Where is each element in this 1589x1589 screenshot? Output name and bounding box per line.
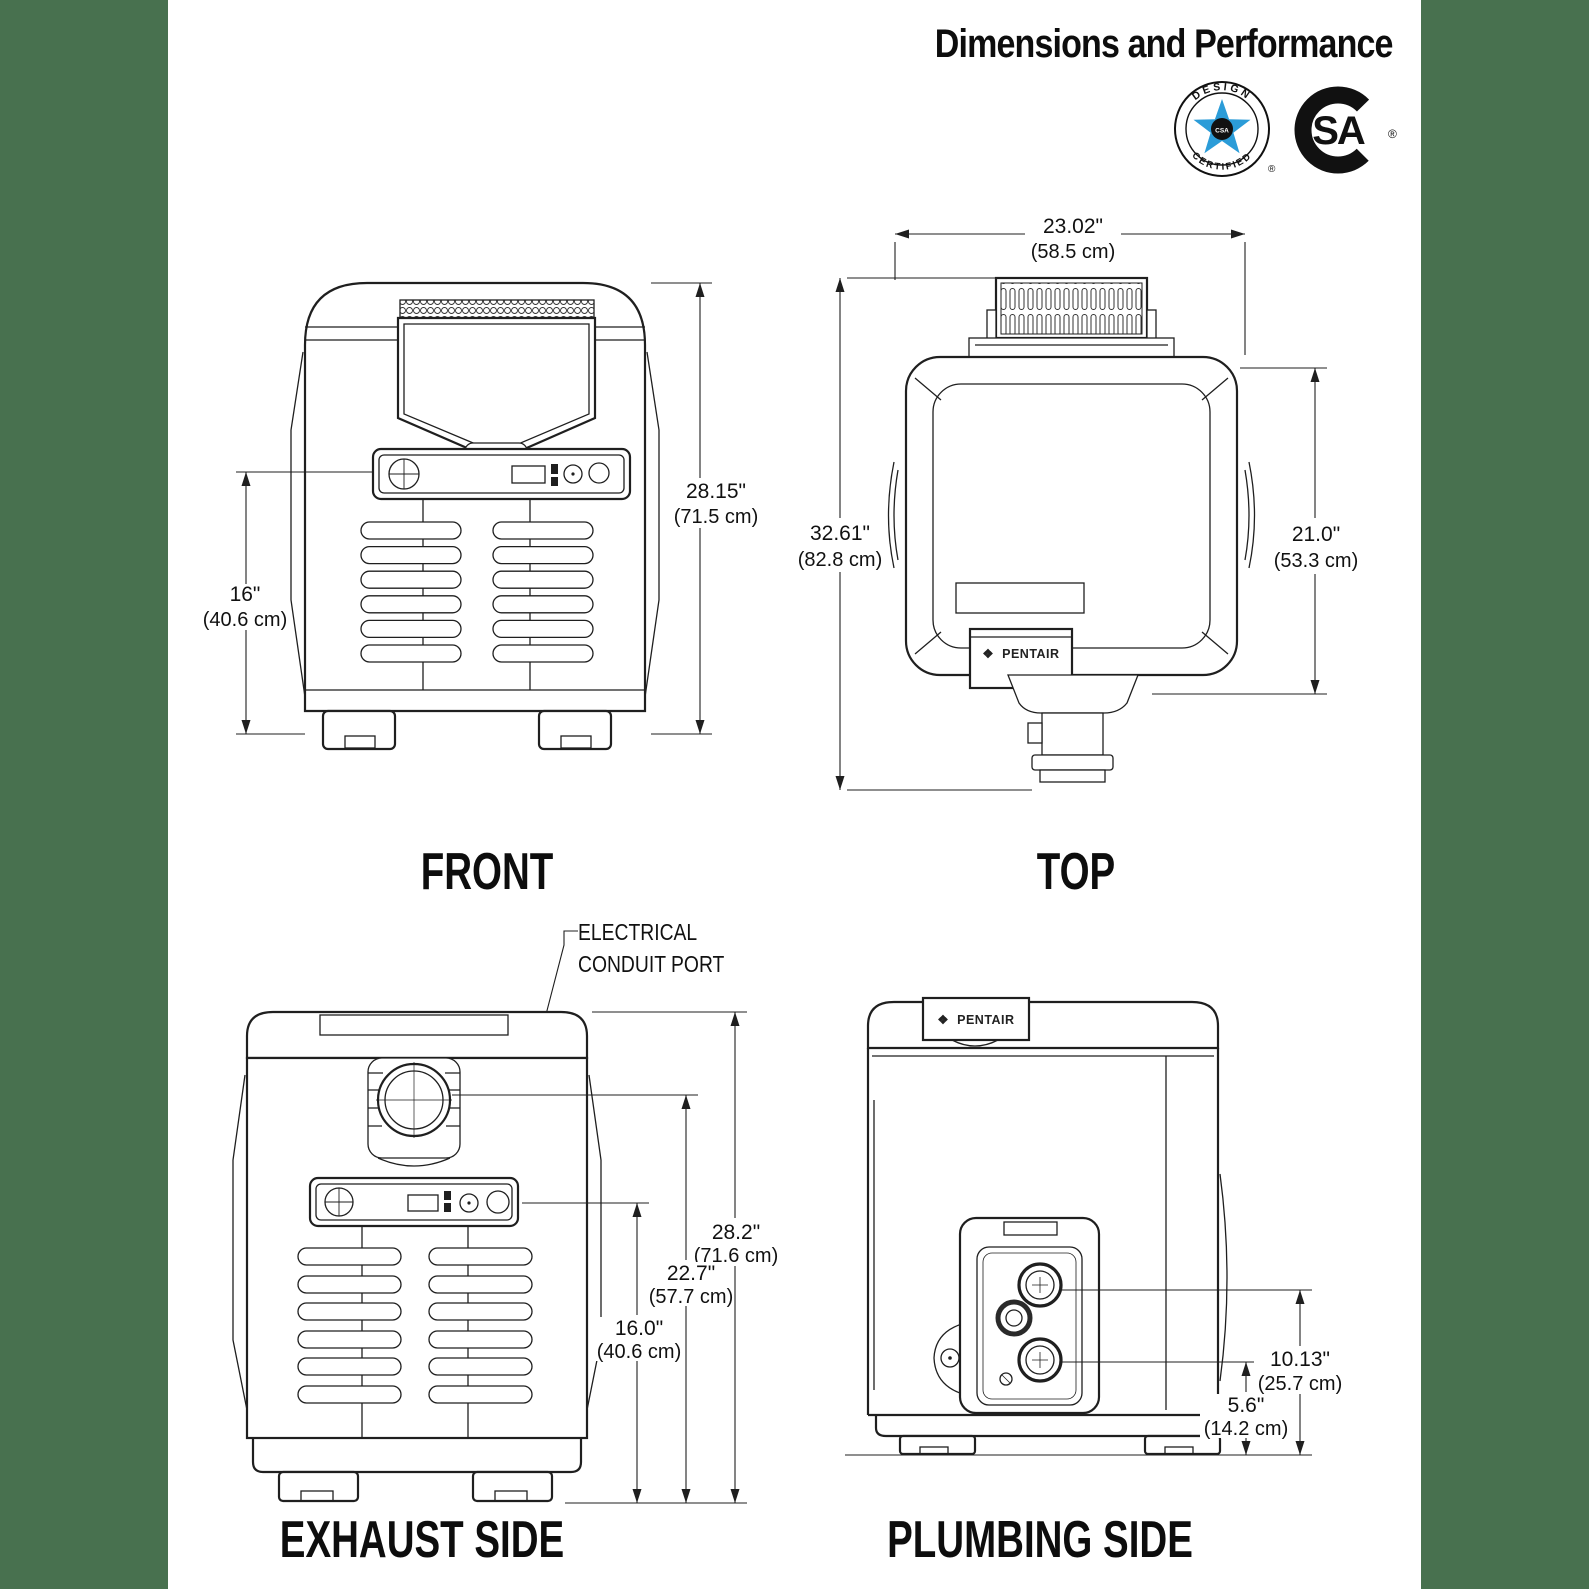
electrical-conduit-callout: ELECTRICAL CONDUIT PORT bbox=[578, 916, 724, 980]
top-body-dimension: 21.0" (53.3 cm) bbox=[1152, 367, 1360, 695]
top-body-cm: (53.3 cm) bbox=[1274, 550, 1358, 572]
csa-star-center-text: CSA bbox=[1215, 128, 1229, 135]
front-height-cm: (71.5 cm) bbox=[674, 506, 758, 528]
top-body-outline bbox=[904, 355, 1239, 677]
plumbing-inlet-height-inches: 10.13" bbox=[1270, 1348, 1330, 1371]
front-height-inches: 28.15" bbox=[686, 480, 746, 503]
exhaust-total-height-cm: (71.6 cm) bbox=[694, 1245, 778, 1267]
exhaust-view-drawing: 28.2" (71.6 cm) 22.7" (57.7 cm) 16.0" (4… bbox=[232, 930, 778, 1504]
csa-logo-letters: SA bbox=[1312, 109, 1365, 153]
top-view-label: TOP bbox=[1036, 843, 1116, 901]
exhaust-panel-height-cm: (40.6 cm) bbox=[597, 1341, 681, 1363]
csa-c-ring bbox=[1294, 86, 1382, 174]
top-width-dimension: 23.02" (58.5 cm) bbox=[894, 215, 1246, 355]
callout-line-2: CONDUIT PORT bbox=[578, 951, 725, 977]
svg-text:❖ PENTAIR: ❖ PENTAIR bbox=[982, 647, 1059, 661]
pentair-brand-text: PENTAIR bbox=[1002, 647, 1059, 661]
page-title: Dimensions and Performance bbox=[935, 22, 1394, 66]
electrical-conduit-port bbox=[486, 1190, 510, 1214]
top-view-drawing: 23.02" (58.5 cm) ❖ PENTAIR bbox=[796, 215, 1360, 791]
design-certified-registered-mark: ® bbox=[1268, 164, 1276, 175]
top-width-inches: 23.02" bbox=[1043, 215, 1103, 238]
front-louvers bbox=[360, 521, 594, 663]
front-panel-height-inches: 16" bbox=[230, 583, 261, 606]
exhaust-dimension-lines: 28.2" (71.6 cm) 22.7" (57.7 cm) 16.0" (4… bbox=[452, 1011, 778, 1504]
csa-registered-mark: ® bbox=[1388, 127, 1397, 141]
pentair-brand-text: PENTAIR bbox=[957, 1013, 1014, 1027]
front-display-window bbox=[511, 465, 546, 484]
plumbing-pentair-label: ❖ PENTAIR bbox=[921, 996, 1031, 1047]
top-depth-dimension: 32.61" (82.8 cm) bbox=[796, 277, 1032, 791]
front-control-panel bbox=[371, 447, 632, 501]
front-dimension-lines: 16" (40.6 cm) 28.15" (71.5 cm) bbox=[203, 282, 758, 735]
front-view-drawing: 16" (40.6 cm) 28.15" (71.5 cm) bbox=[203, 281, 758, 751]
plumbing-view-drawing: ❖ PENTAIR bbox=[845, 996, 1346, 1456]
plumbing-ports bbox=[995, 1262, 1063, 1386]
design-certified-logo: DESIGN CERTIFIED CSA ® bbox=[1174, 81, 1276, 177]
exhaust-conduit-height-cm: (57.7 cm) bbox=[649, 1286, 733, 1308]
exhaust-total-height-inches: 28.2" bbox=[712, 1221, 760, 1244]
green-band-left bbox=[0, 0, 168, 1589]
exhaust-conduit-height-inches: 22.7" bbox=[667, 1262, 715, 1285]
front-vent-mesh bbox=[399, 299, 595, 319]
top-rating-label bbox=[955, 582, 1085, 614]
exhaust-control-panel bbox=[308, 1176, 520, 1228]
pentair-diamond-icon: ❖ bbox=[982, 647, 994, 661]
exhaust-flue bbox=[367, 1057, 461, 1167]
plumbing-drain-height-inches: 5.6" bbox=[1228, 1394, 1265, 1417]
drain-port bbox=[995, 1299, 1033, 1337]
pentair-diamond-icon: ❖ bbox=[937, 1013, 949, 1027]
plumbing-drain-height-cm: (14.2 cm) bbox=[1204, 1418, 1288, 1440]
csa-star-center bbox=[1211, 118, 1233, 140]
plumbing-view-label: PLUMBING SIDE bbox=[887, 1511, 1193, 1569]
plumbing-inlet-height-cm: (25.7 cm) bbox=[1258, 1373, 1342, 1395]
exhaust-louvers bbox=[297, 1247, 533, 1404]
top-width-cm: (58.5 cm) bbox=[1031, 241, 1115, 263]
exhaust-view-label: EXHAUST SIDE bbox=[279, 1511, 565, 1569]
top-body-inches: 21.0" bbox=[1292, 523, 1340, 546]
plumbing-dimension-lines: 10.13" (25.7 cm) 5.6" (14.2 cm) bbox=[845, 1289, 1346, 1456]
top-depth-cm: (82.8 cm) bbox=[798, 549, 882, 571]
csa-logo: SA ® bbox=[1294, 86, 1397, 174]
front-view-label: FRONT bbox=[420, 843, 554, 901]
exhaust-panel-height-inches: 16.0" bbox=[615, 1317, 663, 1340]
callout-line-1: ELECTRICAL bbox=[578, 919, 698, 945]
top-plumbing-fitting bbox=[1007, 674, 1139, 783]
green-band-right bbox=[1421, 0, 1589, 1589]
top-depth-inches: 32.61" bbox=[810, 522, 870, 545]
front-panel-height-cm: (40.6 cm) bbox=[203, 609, 287, 631]
front-hood-flap bbox=[396, 316, 597, 463]
svg-text:❖ PENTAIR: ❖ PENTAIR bbox=[937, 1013, 1014, 1027]
